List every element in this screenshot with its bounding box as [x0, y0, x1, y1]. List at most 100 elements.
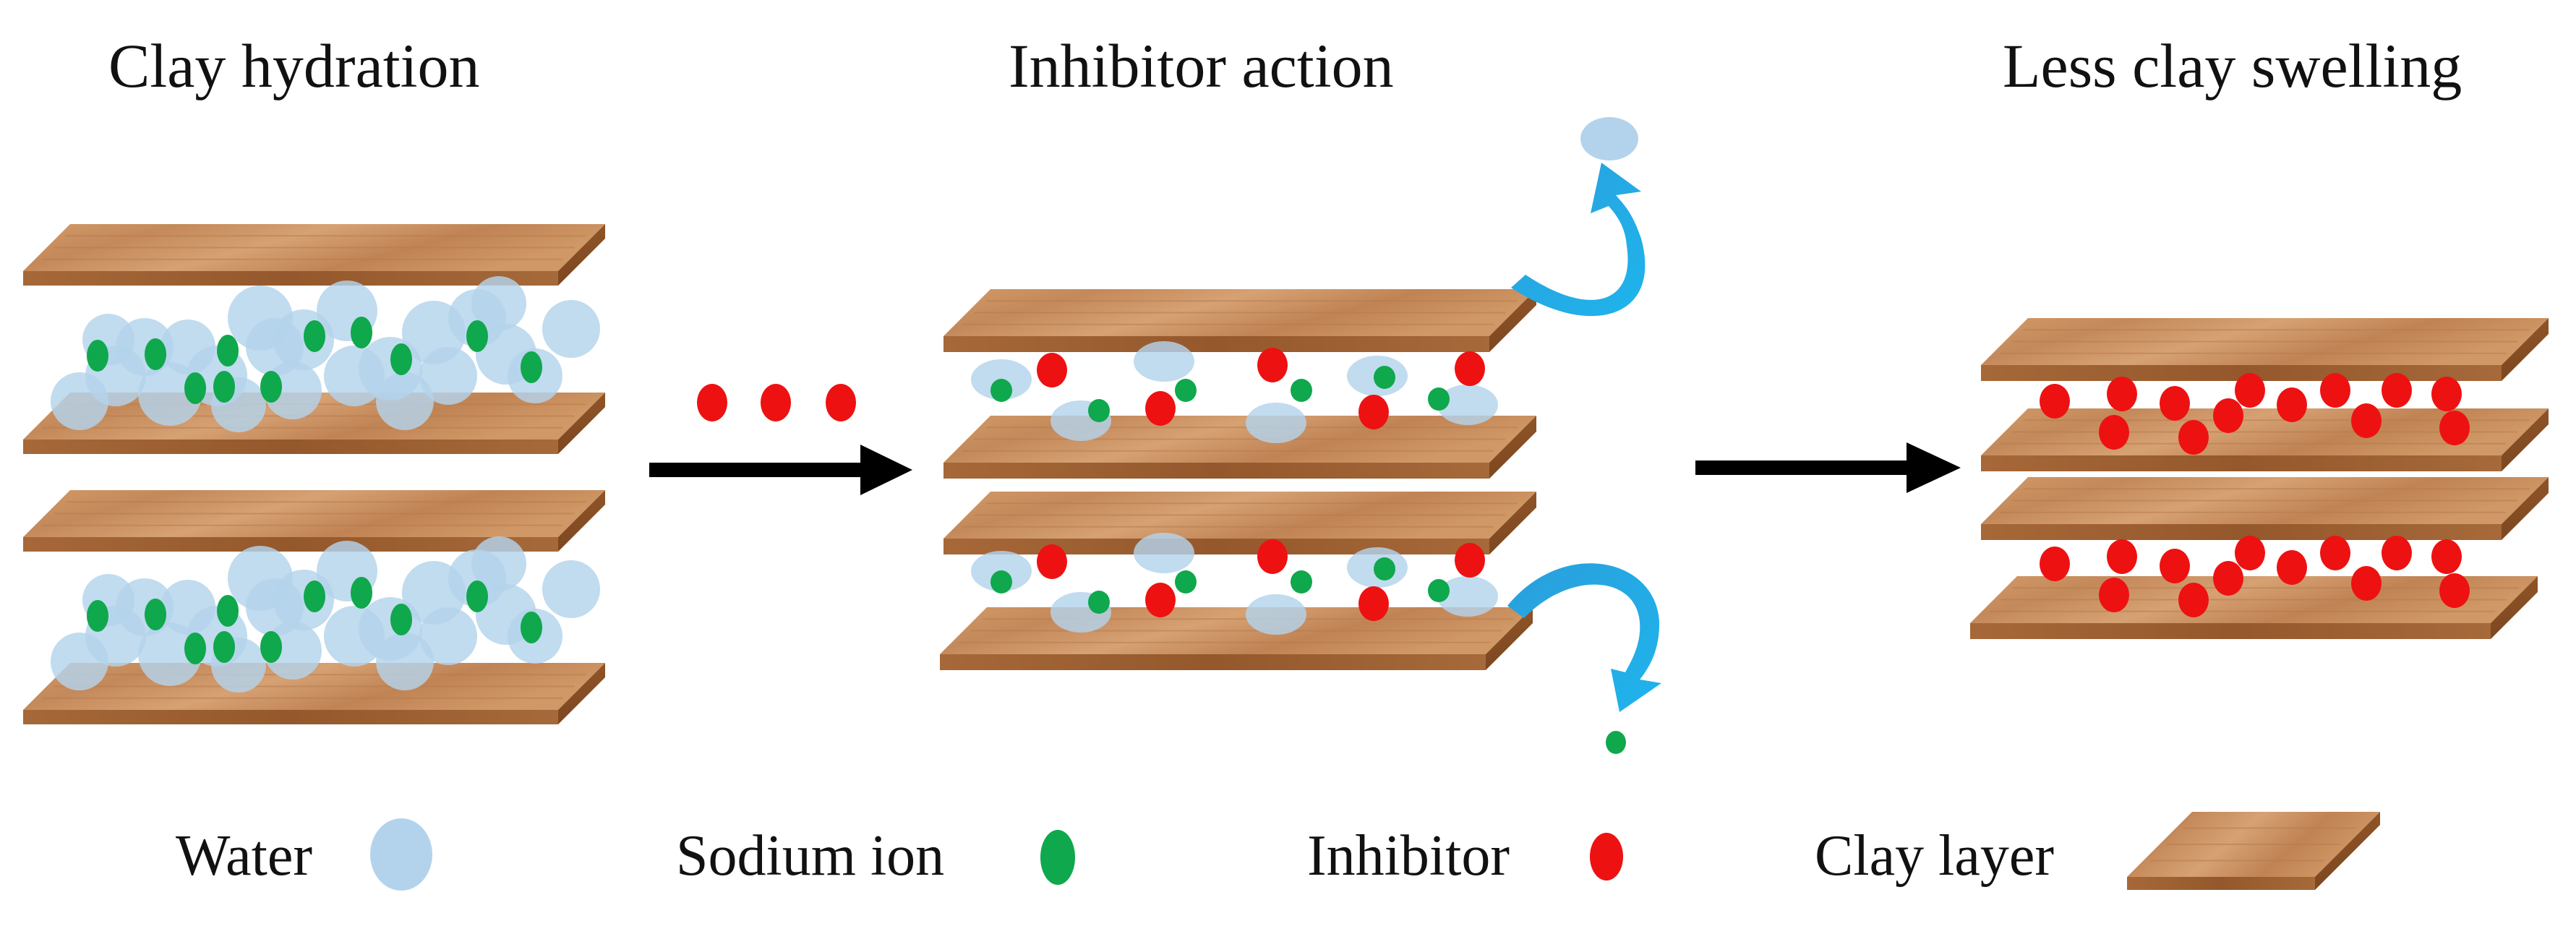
- clay-layer: [943, 416, 1536, 479]
- sodium-ion: [521, 612, 542, 643]
- legend-clay-swatch: [2127, 812, 2380, 890]
- inhibitor-molecule: [1257, 539, 1288, 574]
- inhibitor-molecule: [2160, 386, 2190, 421]
- water-molecule: [138, 362, 202, 426]
- water-molecule: [419, 347, 477, 405]
- sodium-ion: [1374, 557, 1395, 580]
- clay-layer: [940, 607, 1533, 670]
- sodium-ion: [217, 595, 239, 627]
- sodium-ion: [390, 343, 412, 375]
- sodium-ion: [1428, 387, 1450, 411]
- sodium-ion: [990, 379, 1012, 402]
- inhibitor-molecule: [2320, 536, 2350, 570]
- title-clay-hydration: Clay hydration: [108, 31, 480, 100]
- sodium-ion: [990, 570, 1012, 594]
- water-molecule: [471, 276, 526, 331]
- inhibitor-molecule: [2431, 377, 2462, 411]
- inhibitor-molecule: [1257, 348, 1288, 382]
- water-molecule: [1246, 594, 1306, 635]
- inhibitor-molecule: [1145, 391, 1176, 426]
- sodium-ion: [1088, 399, 1110, 422]
- inhibitor-molecule: [1145, 583, 1176, 617]
- water-molecule: [542, 300, 600, 358]
- clay-layer: [2127, 812, 2380, 890]
- sodium-ion: [184, 372, 206, 404]
- clay-layers: [23, 224, 2549, 724]
- clay-layer: [1981, 318, 2549, 381]
- sodium-ion: [521, 351, 542, 383]
- water-molecule: [1134, 533, 1194, 573]
- inhibitor-molecule: [2235, 373, 2265, 408]
- sodium-ion: [87, 600, 108, 632]
- water-molecule: [1134, 341, 1194, 382]
- water-molecule: [471, 536, 526, 591]
- water-molecule: [138, 622, 202, 686]
- inhibitor-molecule: [2382, 373, 2412, 408]
- escaping-water-molecule: [1580, 117, 1638, 160]
- inhibitor-molecule: [2107, 377, 2137, 411]
- sodium-ion: [213, 371, 235, 403]
- sodium-ion: [1291, 379, 1312, 402]
- inhibitor-molecule: [2439, 411, 2470, 445]
- water-molecule: [161, 320, 215, 374]
- title-less-clay-swelling: Less clay swelling: [2003, 31, 2462, 100]
- inhibitor-molecule: [2107, 539, 2137, 574]
- sodium-ion: [217, 335, 239, 367]
- inhibitor-molecule: [2160, 549, 2190, 583]
- sodium-ion: [260, 371, 282, 403]
- sodium-ion: [260, 631, 282, 663]
- sodium-ion: [184, 633, 206, 664]
- inhibitor-molecule: [2235, 536, 2265, 570]
- inhibitor-molecule: [2382, 536, 2412, 570]
- sodium-ion: [213, 631, 235, 663]
- legend-inhibitor-swatch: [1590, 833, 1623, 881]
- water-molecule: [376, 372, 434, 430]
- clay-layer: [23, 224, 605, 286]
- inhibitor-molecule: [2040, 547, 2070, 581]
- sodium-ion: [466, 580, 488, 612]
- sodium-ion: [351, 577, 372, 609]
- clay-layer: [943, 289, 1536, 352]
- sodium-ion: [1428, 579, 1450, 602]
- inhibitor-molecule: [2351, 403, 2382, 438]
- inhibitor-molecule: [2431, 539, 2462, 574]
- clay-layer: [1981, 477, 2549, 540]
- sodium-ion: [466, 320, 488, 352]
- inhibitor-molecule: [1358, 586, 1389, 621]
- inhibitor-molecule: [1037, 353, 1067, 387]
- sodium-ion: [1088, 591, 1110, 614]
- water-molecule: [324, 606, 385, 667]
- sodium-ion: [145, 599, 166, 630]
- legend: Water Sodium ion Inhibitor Clay layer: [176, 812, 2380, 891]
- water-molecule: [246, 578, 304, 636]
- particles: [51, 276, 2470, 693]
- curved-arrow-icon: [1511, 163, 1646, 317]
- water-molecule: [419, 607, 477, 665]
- legend-inhibitor-label: Inhibitor: [1307, 824, 1510, 888]
- legend-water-label: Water: [176, 824, 312, 888]
- inhibitor-molecule: [2213, 561, 2243, 596]
- water-molecule: [542, 560, 600, 618]
- inhibitor-molecule: [761, 384, 791, 421]
- legend-sodium-label: Sodium ion: [676, 824, 944, 888]
- inhibitor-molecule: [1455, 351, 1485, 386]
- inhibitor-molecule: [2178, 583, 2209, 617]
- inhibitor-molecule: [2277, 550, 2307, 585]
- legend-clay-label: Clay layer: [1815, 824, 2054, 888]
- sodium-ion: [1175, 570, 1197, 594]
- right-arrow-icon: [1695, 442, 1961, 493]
- inhibitor-molecule: [826, 384, 856, 421]
- water-molecule: [1437, 576, 1498, 617]
- water-molecule: [1437, 385, 1498, 425]
- legend-water-swatch: [370, 818, 432, 891]
- inhibitor-molecule: [1358, 395, 1389, 429]
- sodium-ion: [1291, 570, 1312, 594]
- clay-layer: [23, 490, 605, 552]
- sodium-ion: [304, 320, 325, 352]
- title-inhibitor-action: Inhibitor action: [1009, 31, 1394, 100]
- sodium-ion: [87, 340, 108, 372]
- inhibitor-molecule: [1037, 544, 1067, 579]
- water-molecule: [376, 633, 434, 690]
- inhibitor-molecule: [2213, 398, 2243, 433]
